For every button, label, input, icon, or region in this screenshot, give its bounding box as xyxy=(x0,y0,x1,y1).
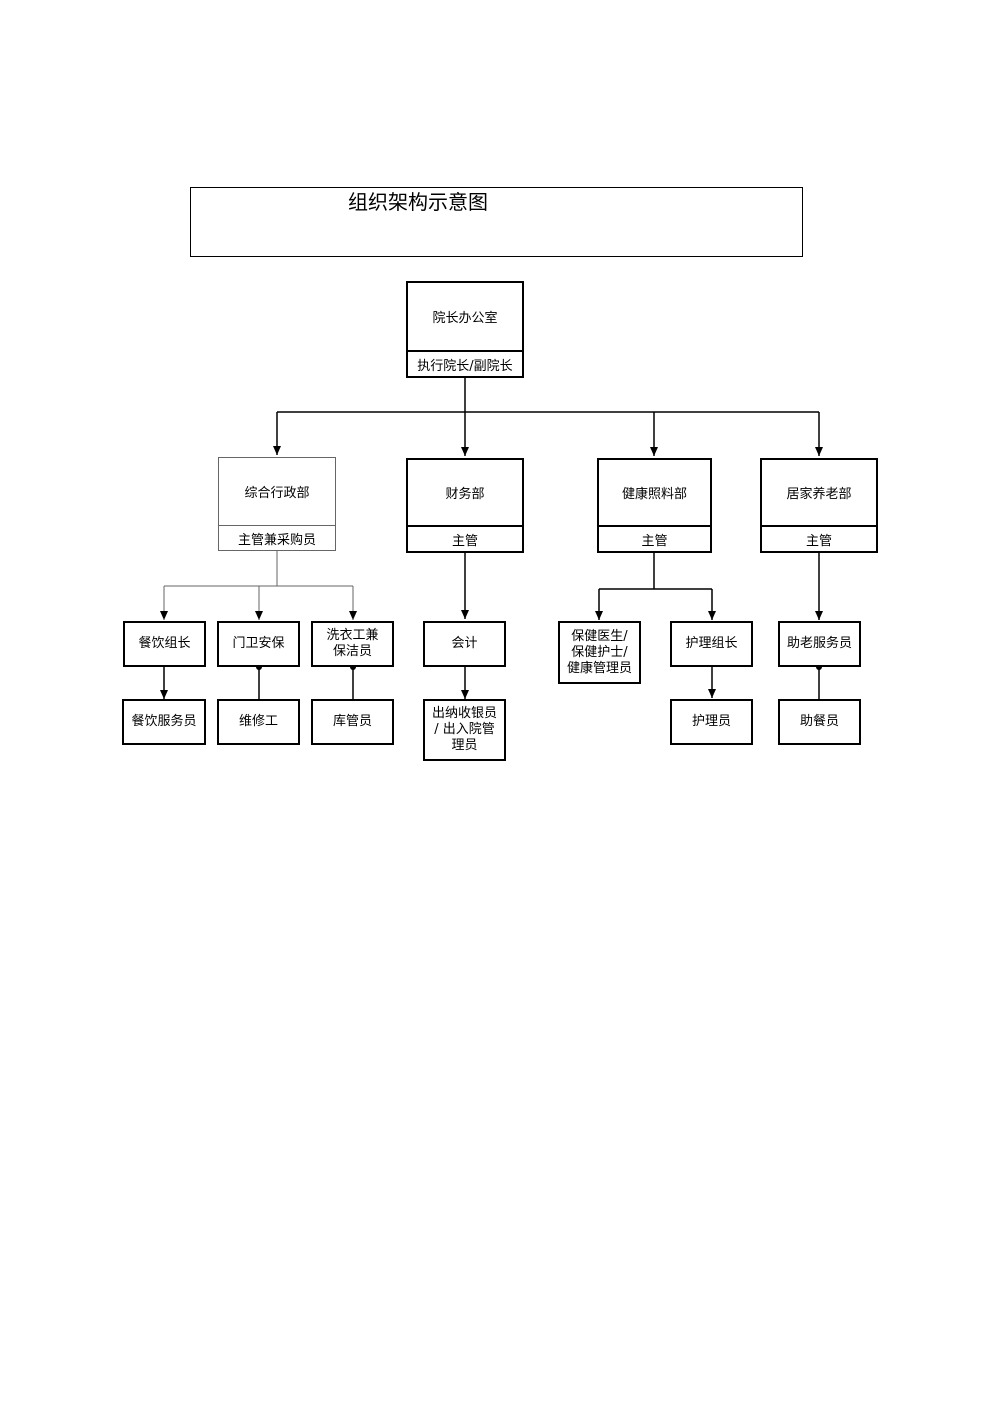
health-staff-box: 保健医生/ 保健护士/ 健康管理员 xyxy=(558,621,641,684)
director-office-box: 院长办公室 执行院长/副院长 xyxy=(406,281,524,378)
title-box: 组织架构示意图 xyxy=(190,187,803,257)
director-office-name: 院长办公室 xyxy=(408,283,522,352)
admin-dept-box: 综合行政部 主管兼采购员 xyxy=(218,457,336,551)
home-care-dept-name: 居家养老部 xyxy=(762,460,876,527)
elderly-service-box: 助老服务员 xyxy=(778,621,861,667)
director-office-role: 执行院长/副院长 xyxy=(417,358,513,374)
nursing-leader-box: 护理组长 xyxy=(670,621,753,667)
diagram-title: 组织架构示意图 xyxy=(348,190,488,214)
meal-helper-box: 助餐员 xyxy=(778,699,861,745)
finance-dept-name: 财务部 xyxy=(408,460,522,527)
security-box: 门卫安保 xyxy=(217,621,300,667)
finance-dept-box: 财务部 主管 xyxy=(406,458,524,553)
maintenance-box: 维修工 xyxy=(217,699,300,745)
accountant-box: 会计 xyxy=(423,621,506,667)
catering-staff-box: 餐饮服务员 xyxy=(122,699,206,745)
laundry-box: 洗衣工兼 保洁员 xyxy=(311,621,394,667)
home-care-dept-role: 主管 xyxy=(805,533,832,549)
warehouse-box: 库管员 xyxy=(311,699,394,745)
catering-leader-box: 餐饮组长 xyxy=(123,621,206,667)
admin-dept-role: 主管兼采购员 xyxy=(237,532,316,548)
health-care-dept-role: 主管 xyxy=(641,533,668,549)
home-care-dept-box: 居家养老部 主管 xyxy=(760,458,878,553)
finance-dept-role: 主管 xyxy=(451,533,478,549)
health-care-dept-box: 健康照料部 主管 xyxy=(597,458,712,553)
cashier-box: 出纳收银员 / 出入院管 理员 xyxy=(423,699,506,761)
admin-dept-name: 综合行政部 xyxy=(219,458,335,526)
health-care-dept-name: 健康照料部 xyxy=(599,460,710,527)
nurse-box: 护理员 xyxy=(670,699,753,745)
